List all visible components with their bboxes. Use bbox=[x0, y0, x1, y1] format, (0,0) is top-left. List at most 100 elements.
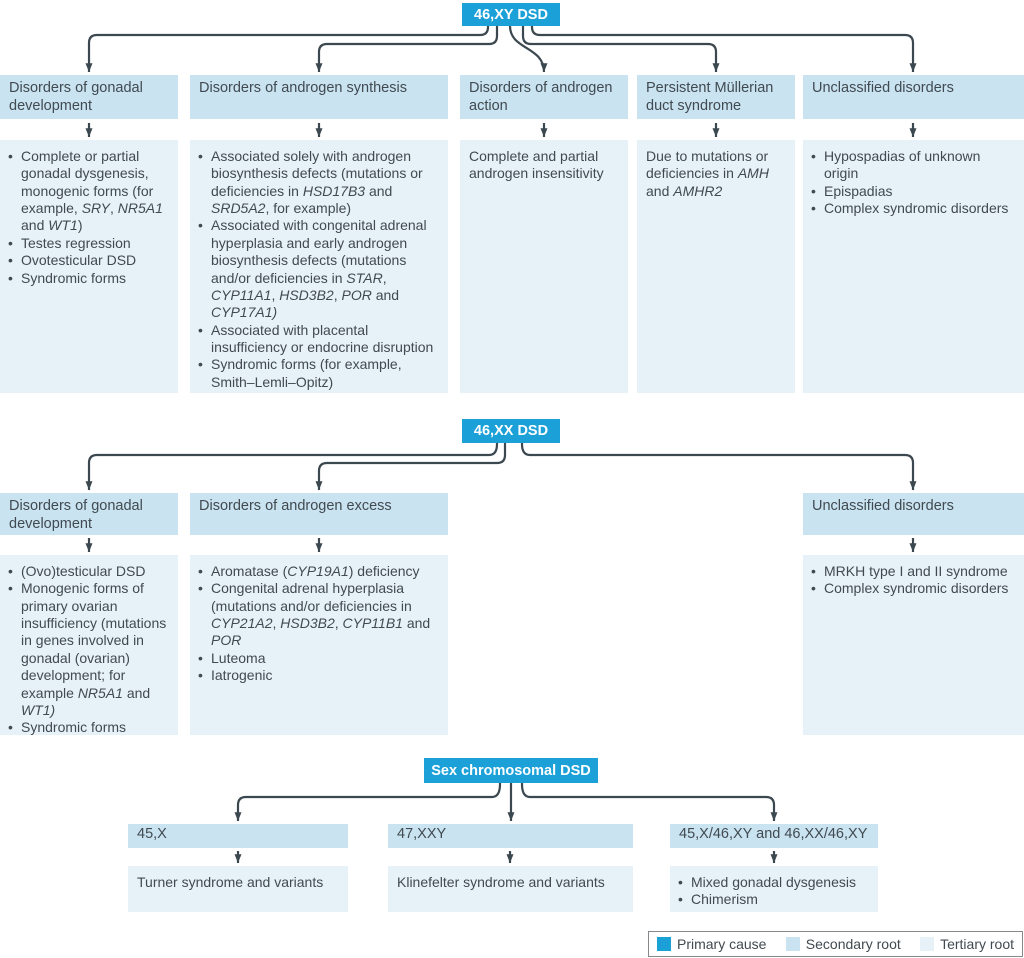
header-disorders-gonadal-development-xx: Disorders of gonadal development bbox=[0, 493, 178, 535]
root-node-46xx-dsd: 46,XX DSD bbox=[462, 419, 560, 443]
list-item-text: Complete or partial gonadal dysgenesis, … bbox=[21, 148, 163, 234]
list-item-text: (Ovo)testicular DSD bbox=[21, 563, 146, 579]
legend-swatch bbox=[785, 937, 800, 951]
legend-label: Secondary root bbox=[805, 936, 901, 952]
legend-item: Tertiary root bbox=[920, 936, 1014, 952]
list-item: • (Ovo)testicular DSD bbox=[8, 563, 172, 580]
list-item: • Aromatase (CYP19A1) deficiency bbox=[198, 563, 442, 580]
list-item-text: Testes regression bbox=[21, 234, 131, 251]
header-unclassified-disorders-xx: Unclassified disorders bbox=[803, 493, 1024, 535]
list-item: • Mixed gonadal dysgenesis bbox=[678, 874, 872, 891]
list-item: • Testes regression bbox=[8, 235, 172, 252]
legend-swatch bbox=[920, 937, 935, 951]
content-unclassified-xy: •Hypospadias of unknown origin•Epispadia… bbox=[803, 140, 1024, 393]
list-item: •Associated with placental insufficiency… bbox=[198, 322, 442, 357]
list-item: • Syndromic forms bbox=[8, 719, 172, 735]
bullet-dot: • bbox=[811, 580, 816, 597]
bullet-dot: • bbox=[198, 580, 203, 597]
bullet-dot: • bbox=[8, 234, 13, 251]
header-disorders-androgen-synthesis: Disorders of androgen synthesis bbox=[190, 75, 448, 119]
content-androgen-synthesis: • Associated solely with androgen biosynt… bbox=[190, 140, 448, 393]
list-item: • Luteoma bbox=[198, 650, 442, 667]
bullet-dot: • bbox=[811, 200, 816, 217]
list-item: • Chimerism bbox=[678, 891, 872, 908]
content-unclassified-xx: • MRKH type I and II syndrome • Complex syn… bbox=[803, 555, 1024, 735]
bullet-dot: • bbox=[8, 580, 13, 597]
list-item: • Hypospadias of unknown origin bbox=[811, 148, 1018, 183]
list-item-text: Luteoma bbox=[211, 649, 266, 666]
content-androgen-action: Complete and partial androgen insensitiv… bbox=[460, 140, 628, 393]
legend-swatch bbox=[657, 937, 671, 951]
bullet-dot: • bbox=[678, 891, 683, 908]
legend-label: Tertiary root bbox=[940, 936, 1014, 952]
list-item-text: Associated with congenital adrenal hyper… bbox=[211, 217, 427, 321]
bullet-dot: • bbox=[8, 563, 13, 579]
list-item-text: Syndromic forms bbox=[21, 719, 127, 735]
text-item: Klinefelter syndrome and variants bbox=[397, 874, 605, 890]
header-47xxy: 47,XXY bbox=[388, 824, 633, 848]
list-item-text: Congenital adrenal hyperplasia (mutation… bbox=[211, 580, 431, 649]
list-item-text: Iatrogenic bbox=[211, 667, 273, 684]
list-item: • Iatrogenic bbox=[198, 667, 442, 684]
list-item: • Congenital adrenal hyperplasia (mutatio… bbox=[198, 580, 442, 649]
list-item-text: Monogenic forms of primary ovarian insuf… bbox=[21, 580, 167, 718]
bullet-dot: • bbox=[8, 252, 13, 269]
bullet-dot: • bbox=[8, 269, 13, 286]
header-disorders-androgen-excess: Disorders of androgen excess bbox=[190, 493, 448, 535]
header-45x: 45,X bbox=[128, 824, 348, 848]
header-unclassified-disorders-xy: Unclassified disorders bbox=[803, 75, 1024, 119]
list-item: • MRKH type I and II syndrome bbox=[811, 563, 1018, 580]
bullet-dot: • bbox=[8, 719, 13, 735]
header-persistent-mullerian-duct-syndrome: Persistent Müllerian duct syndrome bbox=[637, 75, 795, 119]
bullet-dot: • bbox=[198, 356, 203, 373]
content-turner-syndrome: Turner syndrome and variants bbox=[128, 866, 348, 912]
list-item: • Associated with congenital adrenal hype… bbox=[198, 217, 442, 321]
legend-item: Secondary root bbox=[785, 936, 901, 952]
list-item-text: Complex syndromic disorders bbox=[824, 580, 1009, 597]
list-item: • Monogenic forms of primary ovarian insu… bbox=[8, 580, 172, 719]
legend-item: Primary cause bbox=[657, 936, 766, 952]
list-item-text: Associated solely with androgen biosynth… bbox=[211, 148, 423, 217]
list-item: • Complex syndromic disorders bbox=[811, 580, 1018, 597]
list-item-text: Ovotesticular DSD bbox=[21, 252, 137, 269]
list-item-text: Epispadias bbox=[824, 182, 893, 199]
content-klinefelter-syndrome: Klinefelter syndrome and variants bbox=[388, 866, 633, 912]
text-item: Due to mutations or deficiencies in AMH … bbox=[646, 148, 769, 199]
list-item: • Syndromic forms bbox=[8, 270, 172, 287]
root-node-46xy-dsd: 46,XY DSD bbox=[462, 3, 560, 26]
legend-label: Primary cause bbox=[677, 936, 767, 952]
bullet-dot: • bbox=[811, 148, 816, 164]
content-androgen-excess: • Aromatase (CYP19A1) deficiency • Congenit… bbox=[190, 555, 448, 735]
list-item-text: Chimerism bbox=[691, 891, 758, 908]
bullet-dot: • bbox=[811, 563, 816, 579]
list-item-text: Syndromic forms (for example, Smith–Leml… bbox=[211, 356, 402, 390]
list-item-text: Aromatase (CYP19A1) deficiency bbox=[211, 563, 420, 579]
list-item-text: Syndromic forms bbox=[21, 269, 127, 286]
bullet-dot: • bbox=[198, 217, 203, 234]
content-persistent-mullerian: Due to mutations or deficiencies in AMH … bbox=[637, 140, 795, 393]
list-item: • Ovotesticular DSD bbox=[8, 252, 172, 269]
content-gonadal-development-xx: • (Ovo)testicular DSD • Monogenic forms of … bbox=[0, 555, 178, 735]
list-item: • Complete or partial gonadal dysgenesis,… bbox=[8, 148, 172, 235]
bullet-dot: • bbox=[8, 148, 13, 164]
list-item: •Associated solely with androgen biosynt… bbox=[198, 148, 442, 217]
bullet-dot: • bbox=[678, 874, 683, 890]
list-item-text: Associated with placental insufficiency … bbox=[211, 321, 434, 355]
bullet-dot: • bbox=[198, 563, 203, 579]
list-item-text: Hypospadias of unknown origin bbox=[824, 148, 981, 182]
text-item: Turner syndrome and variants bbox=[137, 874, 324, 890]
list-item-text: MRKH type I and II syndrome bbox=[824, 563, 1008, 579]
list-item-text: Complex syndromic disorders bbox=[824, 200, 1009, 217]
list-item: •Epispadias bbox=[811, 183, 1018, 200]
list-item-text: Mixed gonadal dysgenesis bbox=[691, 874, 856, 890]
content-mixed-gonadal-dysgenesis: • Mixed gonadal dysgenesis • Chimerism bbox=[670, 866, 878, 912]
legend: Primary cause Secondary root Tertiary root bbox=[648, 931, 1023, 957]
bullet-dot: • bbox=[198, 667, 203, 684]
content-gonadal-development-xy: • Complete or partial gonadal dysgenesis,… bbox=[0, 140, 178, 393]
list-item: • Syndromic forms (for example, Smith–Lem… bbox=[198, 356, 442, 391]
bullet-dot: • bbox=[198, 649, 203, 666]
list-item: • Complex syndromic disorders bbox=[811, 200, 1018, 217]
header-mosaic-karyotypes: 45,X/46,XY and 46,XX/46,XY bbox=[670, 824, 878, 848]
